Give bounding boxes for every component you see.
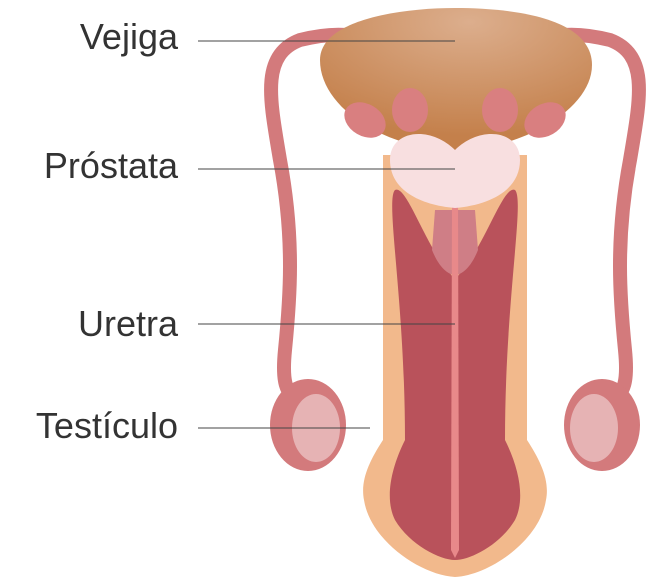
bladder (320, 8, 592, 150)
label-testicle: Testículo (35, 405, 178, 446)
label-urethra: Uretra (77, 303, 178, 344)
seminal-vesicles (344, 88, 566, 138)
testicle-right (564, 379, 640, 471)
urethra (451, 200, 459, 558)
label-prostate: Próstata (43, 145, 178, 186)
label-bladder: Vejiga (79, 16, 178, 57)
prostate (390, 133, 520, 208)
testicle-left (270, 379, 346, 471)
